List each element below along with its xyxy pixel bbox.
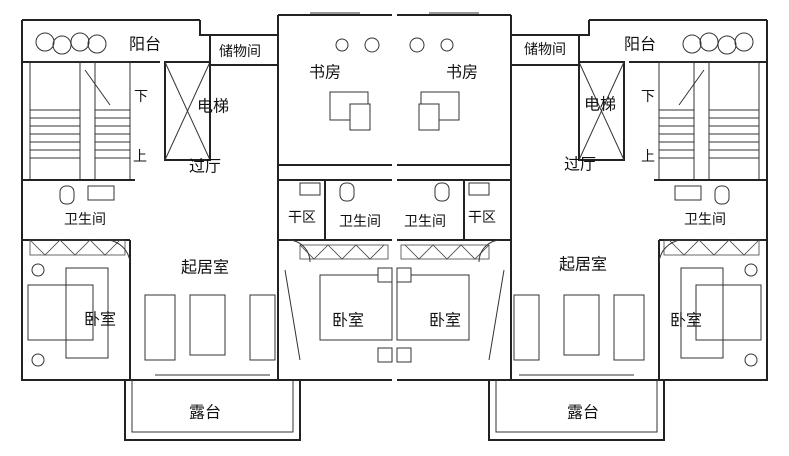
bedroom-right-label: 卧室	[670, 311, 702, 330]
stair-down-left-label: 下	[134, 89, 148, 105]
terrace-left-label: 露台	[189, 403, 221, 422]
dry-zone-right-label: 干区	[468, 210, 496, 226]
bathroom-center-right-label: 卫生间	[404, 214, 446, 230]
living-room-left-label: 起居室	[181, 258, 229, 277]
terrace-right-label: 露台	[567, 403, 599, 422]
bedroom-center-left-label: 卧室	[332, 311, 364, 330]
bathroom-right-label: 卫生间	[684, 212, 726, 228]
bedroom-center-right-label: 卧室	[429, 311, 461, 330]
storage-right-label: 储物间	[524, 42, 566, 58]
balcony-left-label: 阳台	[129, 35, 161, 54]
living-room-right-label: 起居室	[559, 255, 607, 274]
elevator-left-label: 电梯	[197, 97, 229, 116]
bathroom-center-left-label: 卫生间	[339, 214, 381, 230]
hall-right-label: 过厅	[564, 155, 596, 174]
storage-left-label: 储物间	[219, 44, 261, 60]
bedroom-left-label: 卧室	[84, 310, 116, 329]
bathroom-left-label: 卫生间	[64, 212, 106, 228]
hall-left-label: 过厅	[189, 157, 221, 176]
balcony-right-label: 阳台	[624, 35, 656, 54]
stair-up-left-label: 上	[133, 149, 147, 165]
study-right-label: 书房	[446, 63, 478, 82]
elevator-right-label: 电梯	[584, 95, 616, 114]
stair-up-right-label: 上	[641, 149, 655, 165]
stair-down-right-label: 下	[641, 89, 655, 105]
study-left-label: 书房	[309, 63, 341, 82]
dry-zone-left-label: 干区	[288, 210, 316, 226]
